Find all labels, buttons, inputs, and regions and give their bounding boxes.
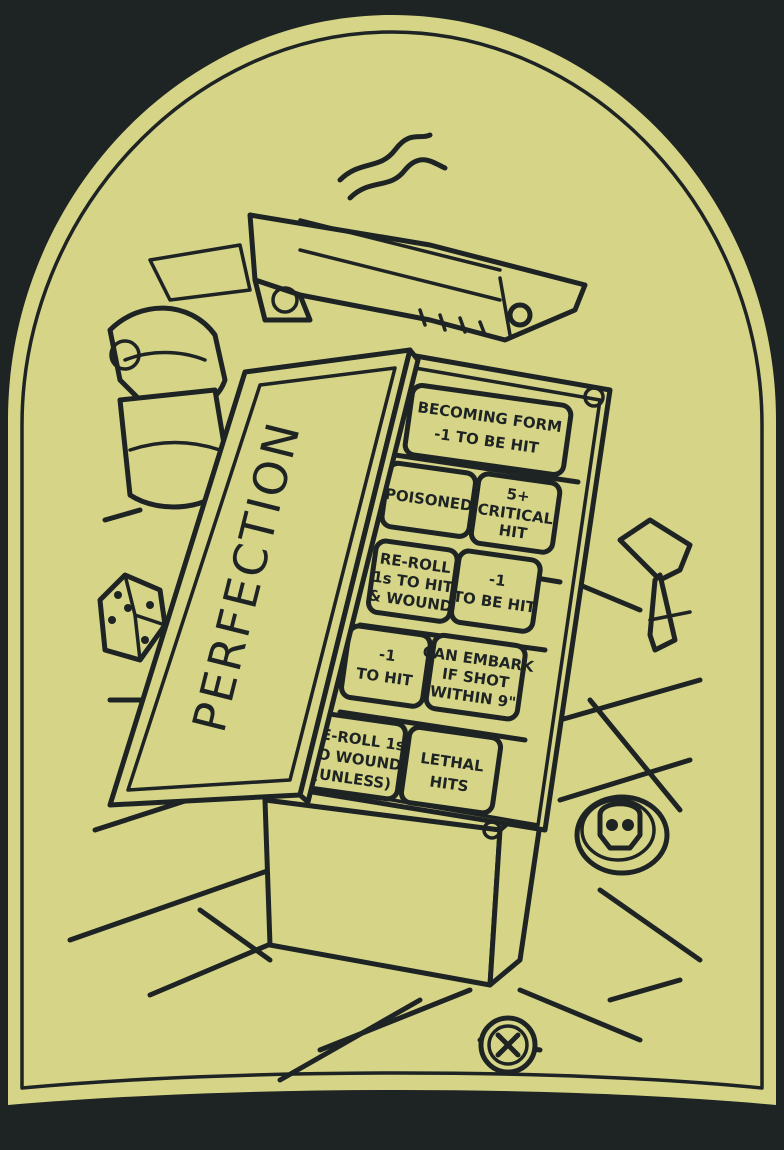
arch-inner-border bbox=[20, 30, 764, 1090]
tile-minus1-be-hit: -1 TO BE HIT bbox=[449, 548, 543, 634]
tile-lethal-hits: LETHAL HITS bbox=[398, 724, 504, 816]
skull-token-icon bbox=[574, 794, 670, 876]
hammer-icon bbox=[617, 517, 693, 653]
svg-text:HITS: HITS bbox=[428, 772, 469, 795]
cross-token-icon bbox=[478, 1015, 538, 1075]
svg-text:HIT: HIT bbox=[498, 521, 529, 543]
tile-reroll-hit-wound: RE-ROLL 1s TO HIT & WOUND bbox=[366, 538, 460, 624]
svg-text:5+: 5+ bbox=[505, 485, 530, 506]
wave-icon bbox=[337, 132, 448, 201]
tile-critical-hit: 5+ CRITICAL HIT bbox=[468, 471, 563, 555]
tile-reroll-wound-unless: RE-ROLL 1s TO WOUND (UNLESS) bbox=[301, 710, 408, 802]
tile-poisoned: POISONED bbox=[379, 460, 478, 539]
tile-minus1-hit: -1 TO HIT bbox=[339, 623, 433, 709]
tile-becoming-form: BECOMING FORM -1 TO BE HIT bbox=[402, 383, 574, 477]
arm-armor bbox=[107, 243, 252, 510]
svg-text:-1: -1 bbox=[378, 645, 397, 665]
box-lid: PERFECTION bbox=[107, 347, 421, 808]
tile-can-embark: CAN EMBARK IF SHOT WITHIN 9" bbox=[422, 632, 536, 722]
bolt-pistol-icon bbox=[247, 212, 588, 343]
svg-text:-1: -1 bbox=[488, 570, 507, 590]
